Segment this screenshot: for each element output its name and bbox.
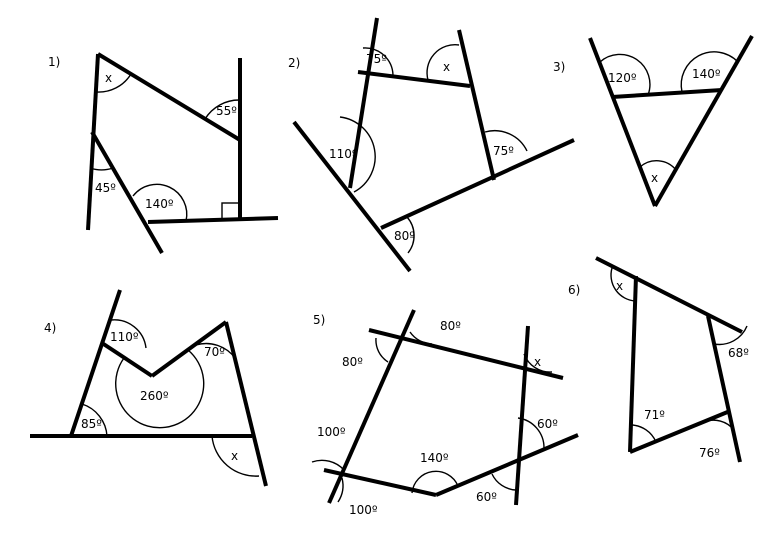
problem-4-left-line <box>69 289 122 437</box>
problem-5-angle-label: 80º <box>440 319 461 333</box>
problem-2-number: 2) <box>288 56 300 70</box>
problem-1-number: 1) <box>48 55 60 69</box>
problem-6-top-line <box>595 256 743 334</box>
problem-2-angle-arc <box>484 130 528 152</box>
problem-1-angle-label: 45º <box>95 181 116 195</box>
problem-5-bottom-left-line <box>323 468 437 497</box>
problem-5-bottom-right-line <box>435 433 579 497</box>
problem-1-left-line <box>86 53 100 231</box>
problem-1-top-line <box>96 52 242 142</box>
problem-4-number: 4) <box>44 321 56 335</box>
problem-6-right-line <box>706 315 742 463</box>
problem-5-angle-arc <box>311 459 345 471</box>
problem-5-angle-arc <box>411 470 459 494</box>
problem-3-left-line <box>588 37 657 207</box>
problem-1-diagonal-line <box>90 130 164 255</box>
problem-1-angle-arc <box>95 73 132 93</box>
problem-2-angle-label: x <box>443 60 450 74</box>
problem-6-angle-arc <box>610 267 636 302</box>
problem-3-right-line <box>653 35 754 207</box>
problem-4-angle-label: 70º <box>204 345 225 359</box>
problem-5-angle-arc <box>409 331 433 345</box>
problem-4-angle-label: 85º <box>81 417 102 431</box>
problem-5-angle-label: 60º <box>476 490 497 504</box>
problem-1-angle-label: 55º <box>216 104 237 118</box>
problem-4-angle-arc <box>110 319 147 349</box>
problem-3: 3) 120º 140º x <box>553 35 754 207</box>
problem-3-number: 3) <box>553 60 565 74</box>
problem-1-bottom-line <box>147 216 279 224</box>
problem-3-angle-label: x <box>651 171 658 185</box>
problem-5: 5) 80º 80º x 100º 140º 60º 60º 100º <box>311 309 579 517</box>
problem-5-angle-label: 100º <box>317 425 346 439</box>
problem-6-angle-label: 76º <box>699 446 720 460</box>
problem-2-bottom-line <box>380 138 575 230</box>
problem-6-angle-label: x <box>616 279 623 293</box>
problem-1-angle-arc <box>204 99 241 120</box>
problem-6-bottom-line <box>629 409 731 454</box>
problem-5-left-line <box>327 309 416 504</box>
problem-3-cross-line <box>611 88 723 99</box>
problem-2-angle-arc <box>339 116 376 193</box>
problem-5-angle-arc <box>491 473 517 491</box>
problem-3-angle-arc <box>599 53 651 96</box>
problem-4-angle-label: 260º <box>140 389 169 403</box>
problem-1-angle-label: x <box>105 71 112 85</box>
problem-2-angle-label: 80º <box>394 229 415 243</box>
problem-1-angle-arc <box>89 167 114 171</box>
problem-5-number: 5) <box>313 313 325 327</box>
problem-1-angle-arc <box>132 183 188 222</box>
problem-4-angle-label: x <box>231 449 238 463</box>
problem-6-angle-label: 71º <box>644 408 665 422</box>
problem-5-angle-label: 100º <box>349 503 378 517</box>
problem-4-angle-arc <box>195 342 236 359</box>
problem-2-left-transversal <box>292 120 412 273</box>
problem-6-left-line <box>628 275 638 453</box>
problem-4-angle-label: 110º <box>110 330 139 344</box>
problem-3-angle-label: 140º <box>692 67 721 81</box>
problem-2-top-line <box>357 70 471 88</box>
problem-5-angle-arc <box>375 337 389 363</box>
problem-5-angle-label: x <box>534 355 541 369</box>
problem-5-angle-arc <box>337 477 344 503</box>
problem-5-angle-arc <box>517 417 545 449</box>
problem-5-right-line <box>514 325 530 506</box>
problem-2-left-line <box>348 17 379 189</box>
problem-5-top-line <box>368 328 564 380</box>
problem-6-number: 6) <box>568 283 580 297</box>
problem-6: 6) x 68º 71º 76º <box>568 256 749 463</box>
problem-2-angle-label: 75º <box>366 52 387 66</box>
problem-1: 1) x 55º 45º 140º <box>48 52 279 255</box>
problem-4-angle-arc <box>115 349 205 429</box>
problem-3-angle-arc <box>639 160 677 171</box>
problem-2: 2) 75º x 110º 75º 80º <box>288 17 575 273</box>
problem-4-notch-right-line <box>150 320 228 378</box>
problem-2-angle-arc <box>362 47 394 76</box>
problem-5-angle-label: 60º <box>537 417 558 431</box>
problem-4-right-line <box>224 321 268 487</box>
problem-3-angle-label: 120º <box>608 71 637 85</box>
problem-3-angle-arc <box>680 51 739 93</box>
problem-5-angle-label: 80º <box>342 355 363 369</box>
problem-4-notch-left-line <box>100 341 154 378</box>
problem-2-right-line <box>457 29 496 181</box>
problem-4-angle-arc <box>81 403 108 437</box>
problem-1-angle-label: 140º <box>145 197 174 211</box>
problem-2-angle-arc <box>406 216 415 254</box>
problem-5-angle-arc <box>523 353 553 373</box>
problem-6-angle-arc <box>713 325 748 346</box>
problem-2-angle-arc <box>426 44 460 81</box>
problem-2-angle-label: 75º <box>493 144 514 158</box>
problem-6-angle-arc <box>703 419 735 431</box>
problem-4: 4) 110º 70º 260º 85º x <box>30 289 268 487</box>
problem-6-angle-label: 68º <box>728 346 749 360</box>
problem-4-angle-arc <box>211 435 260 477</box>
problem-2-angle-label: 110º <box>329 147 358 161</box>
problem-1-right-angle-mark <box>221 202 240 220</box>
problem-5-angle-label: 140º <box>420 451 449 465</box>
problem-6-angle-arc <box>630 424 657 443</box>
